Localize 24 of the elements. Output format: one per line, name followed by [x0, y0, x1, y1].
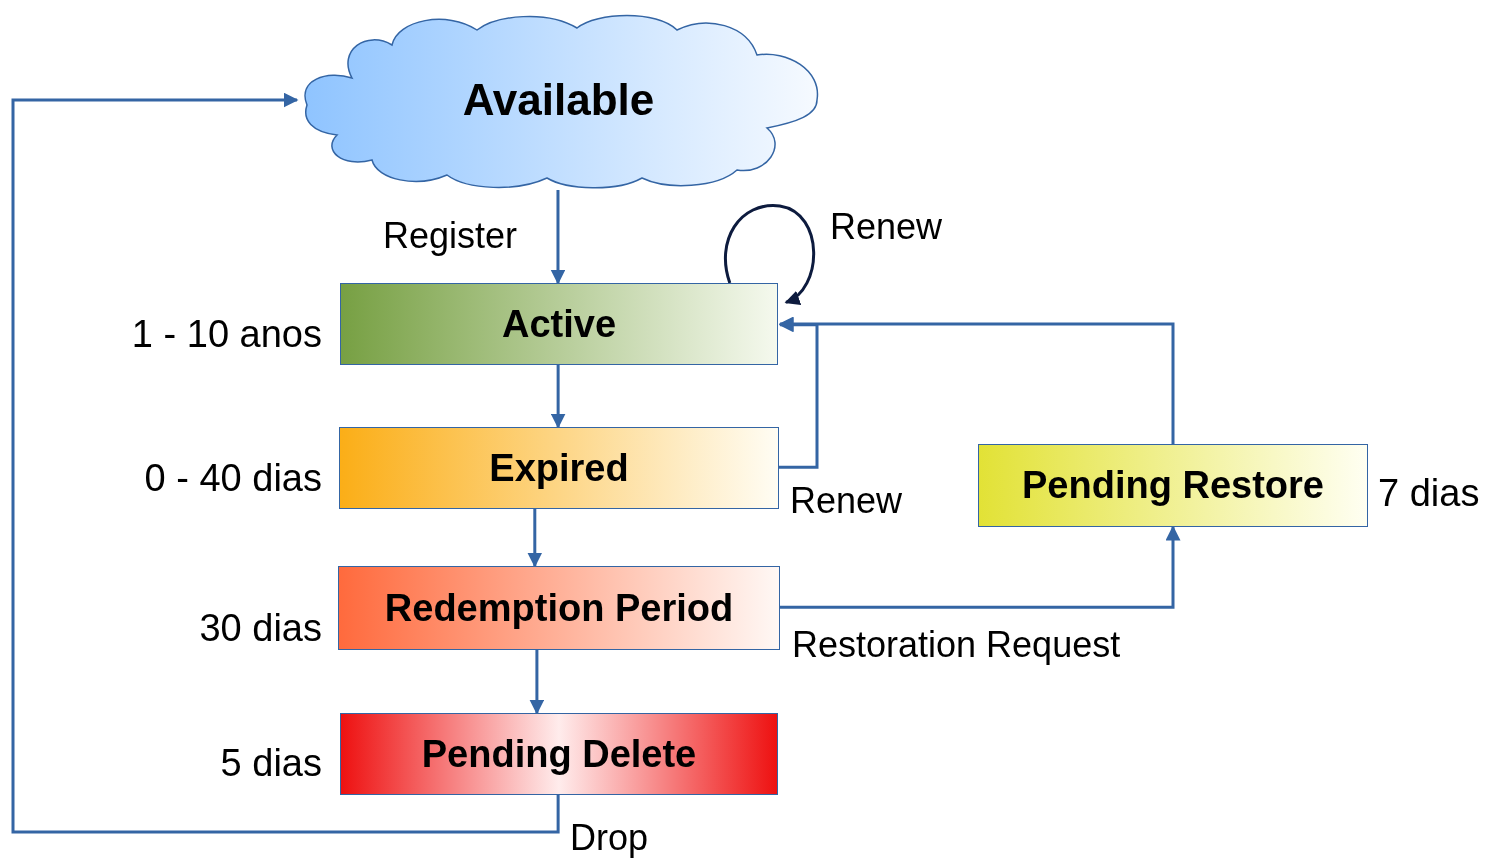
arrow	[550, 365, 566, 429]
arrow	[527, 509, 543, 568]
duration-label: 1 - 10 anos	[130, 312, 322, 357]
duration-label: 30 dias	[198, 606, 322, 651]
arrow	[550, 190, 566, 285]
arrow	[778, 316, 1175, 444]
state-label: Pending Restore	[1022, 463, 1324, 508]
state-label: Redemption Period	[384, 585, 734, 631]
state-box	[340, 713, 778, 795]
state-label: Available	[462, 74, 655, 126]
state-box	[340, 283, 778, 365]
arrow	[529, 650, 545, 715]
arrow	[724, 204, 816, 304]
duration-label: 0 - 40 dias	[143, 456, 322, 501]
duration-label: 5 dias	[219, 741, 322, 786]
state-label: Expired	[489, 445, 629, 491]
duration-label: 7 dias	[1378, 471, 1481, 516]
arrow	[11, 92, 560, 834]
arrow	[780, 525, 1181, 609]
state-box	[338, 566, 780, 650]
state-box	[339, 427, 779, 509]
state-label: Active	[501, 301, 617, 347]
state-box	[978, 444, 1368, 527]
state-label: Pending Delete	[421, 731, 697, 777]
